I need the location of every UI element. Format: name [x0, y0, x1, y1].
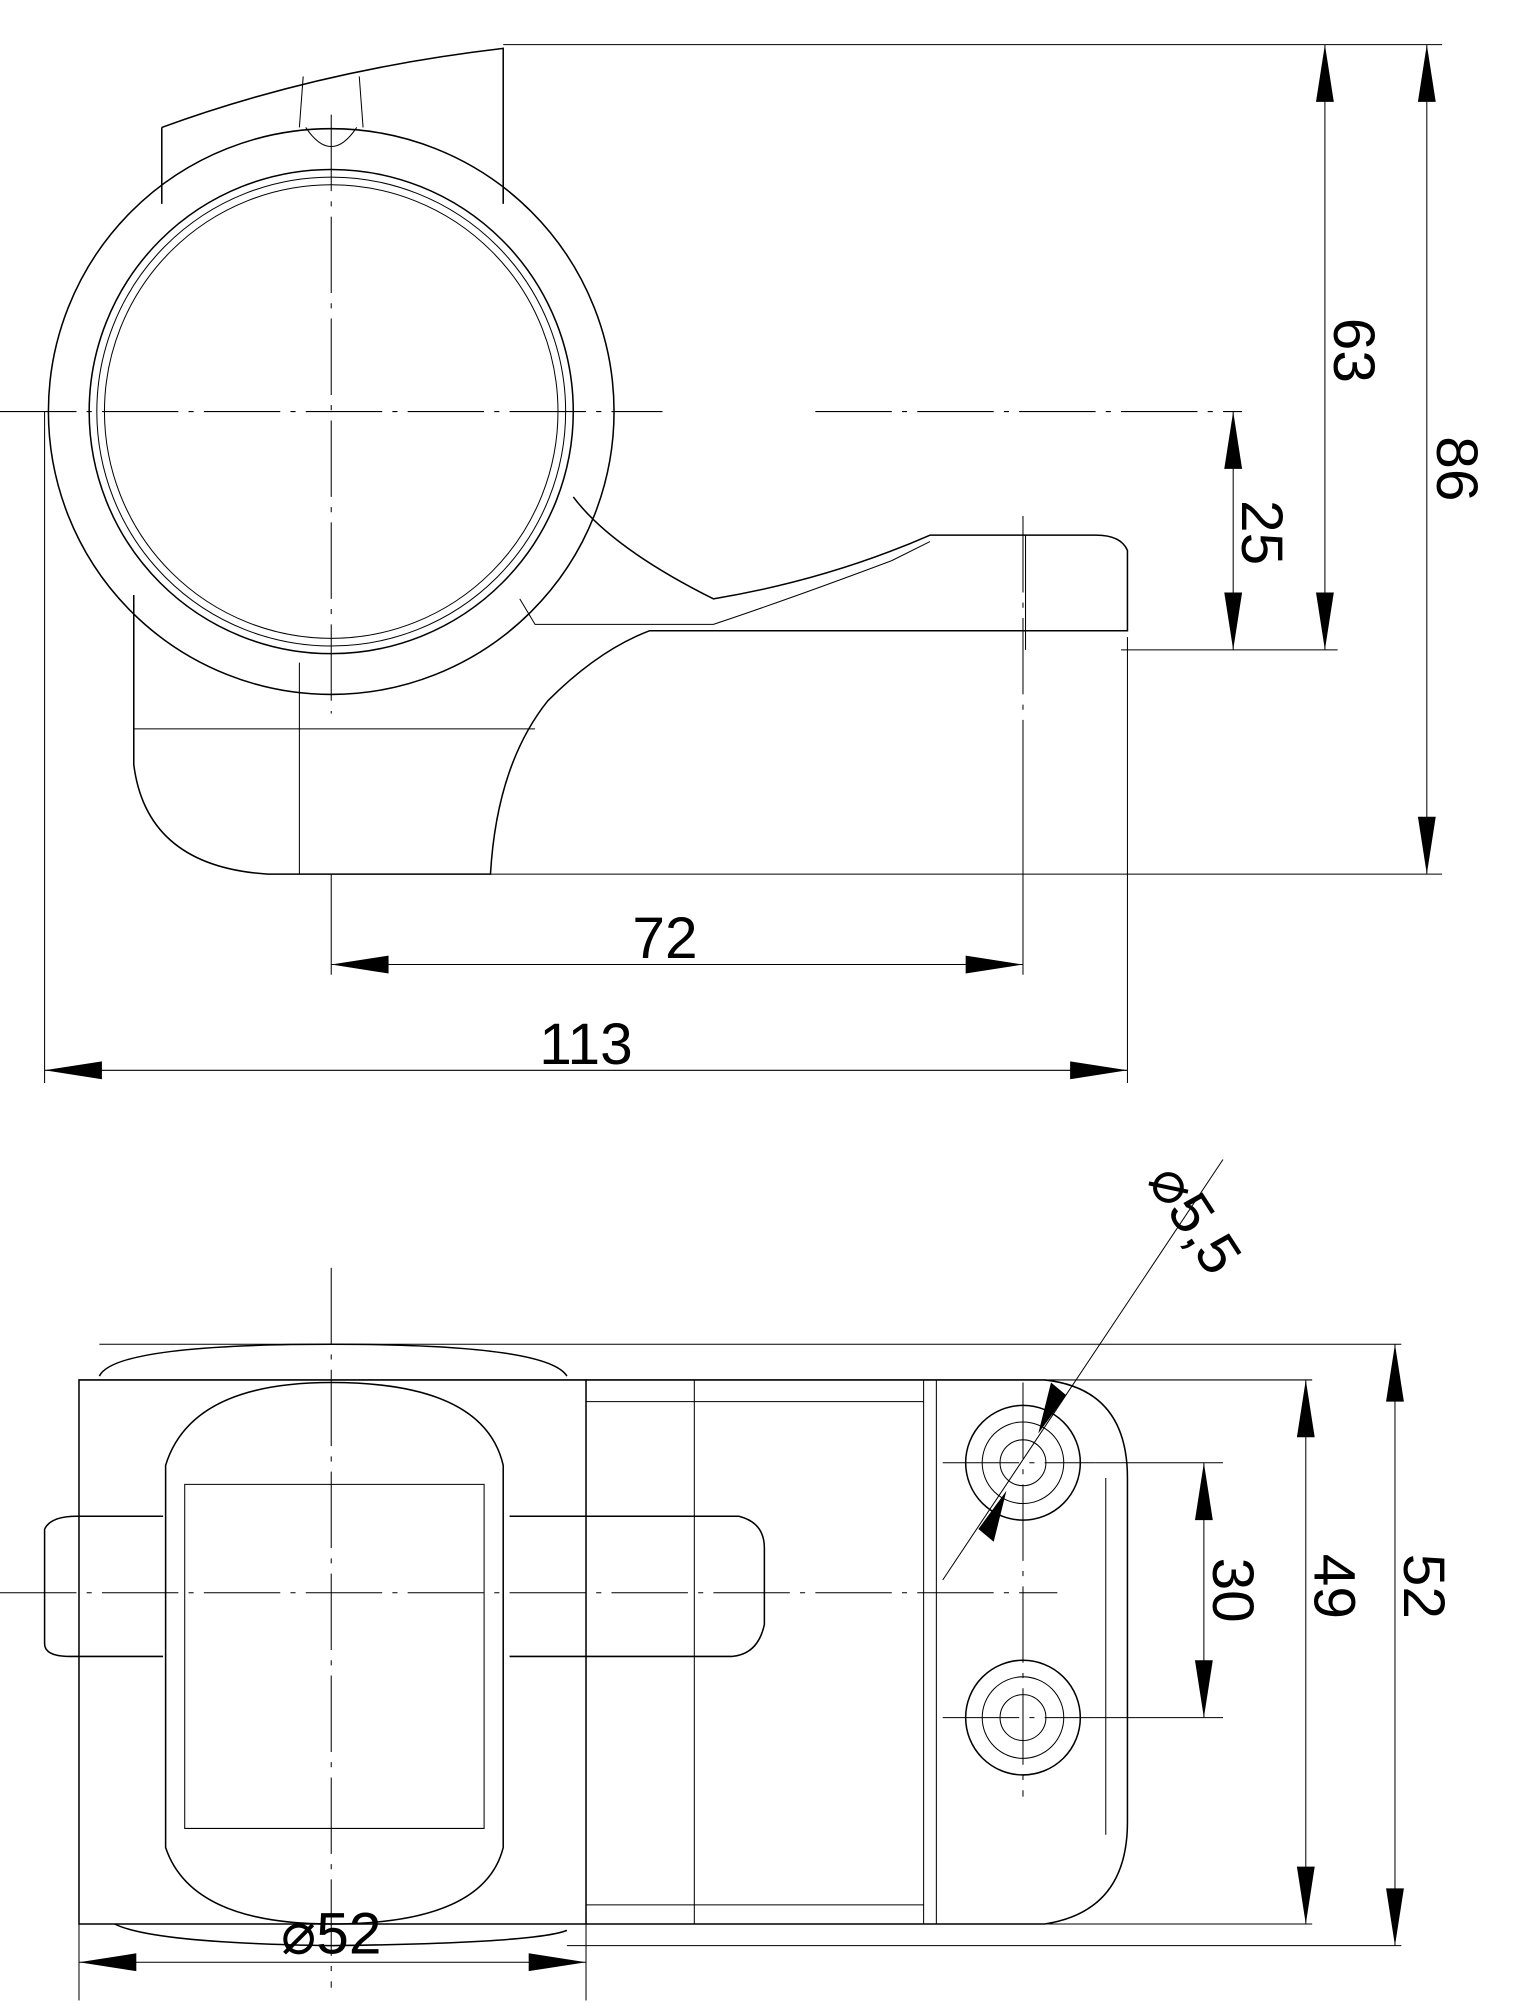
dimension-tube-diameter: ⌀52: [78, 1901, 587, 1972]
dimension-113: 113: [44, 1012, 1128, 1080]
side-view-centerlines: [0, 114, 1243, 740]
dimension-tube-diameter-label: ⌀52: [281, 1901, 381, 1966]
dimension-72: 72: [331, 906, 1023, 974]
side-view-outline: [47, 47, 1129, 875]
top-view-outline: [43, 1343, 1129, 1947]
dimension-52-label: 52: [1391, 1554, 1456, 1619]
dimension-63: 63: [1315, 44, 1386, 650]
side-view: 86 63 25 72 113: [0, 44, 1489, 1084]
dimension-hole-diameter-label: ⌀5,5: [1136, 1152, 1254, 1285]
dimension-63-label: 63: [1321, 318, 1386, 383]
dimension-25-label: 25: [1229, 500, 1294, 565]
side-view-extension-lines: [44, 44, 1443, 1084]
dimension-86-label: 86: [1424, 436, 1489, 501]
top-view: ⌀5,5 30 49 52 ⌀52: [0, 1152, 1456, 2001]
dimension-113-label: 113: [539, 1012, 632, 1077]
dimension-30: 30: [1194, 1462, 1265, 1718]
dimension-30-label: 30: [1200, 1558, 1265, 1623]
dimension-86: 86: [1417, 44, 1489, 875]
dimension-49-label: 49: [1302, 1554, 1367, 1619]
dimension-49: 49: [1296, 1379, 1367, 1925]
dimension-52: 52: [1386, 1344, 1456, 1946]
dimension-72-label: 72: [632, 906, 697, 971]
top-view-centerlines: [0, 1267, 1096, 1988]
dimension-25: 25: [1224, 411, 1294, 650]
